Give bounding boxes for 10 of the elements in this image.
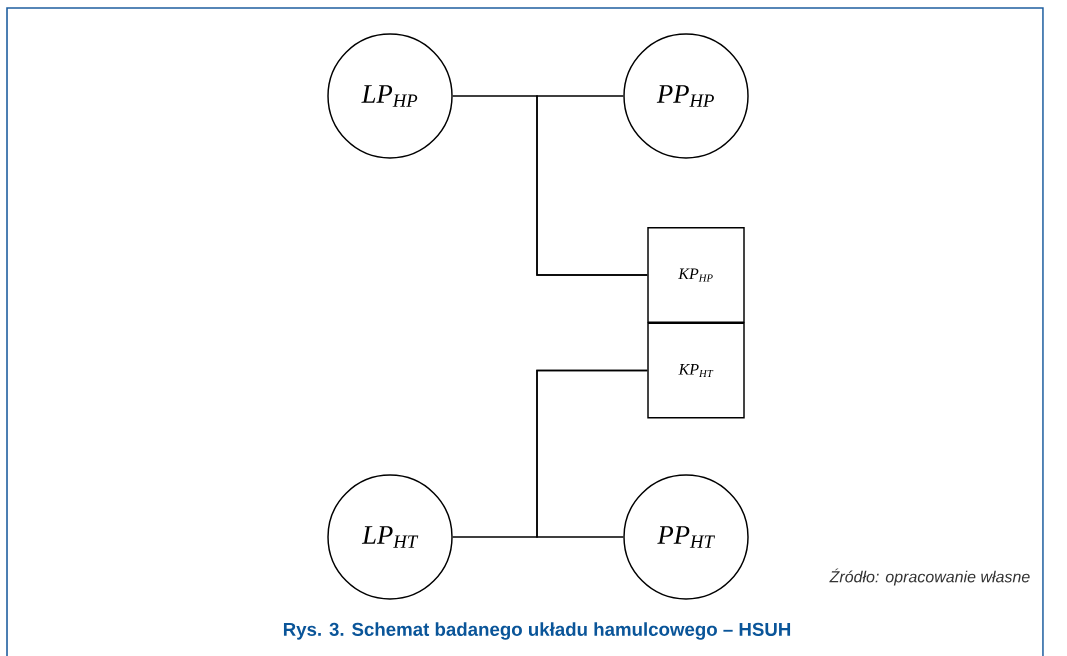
figure-caption: Rys. 3. Schemat badanego układu hamulcowego – HSUH (283, 622, 791, 640)
source-note: Źródło: opracowanie własne (829, 568, 1030, 586)
circle-node: LP$_{HP}$ (327, 33, 453, 159)
process-box: KP$_{HT}$ (647, 322, 745, 419)
circle-node: LP$_{HT}$ (327, 474, 453, 600)
connector-line (536, 369, 648, 538)
process-box: KP$_{HP}$ (647, 226, 745, 324)
connector-line (536, 95, 648, 276)
circle-node: PP$_{HP}$ (623, 33, 749, 159)
circle-node: PP$_{HT}$ (623, 474, 749, 600)
